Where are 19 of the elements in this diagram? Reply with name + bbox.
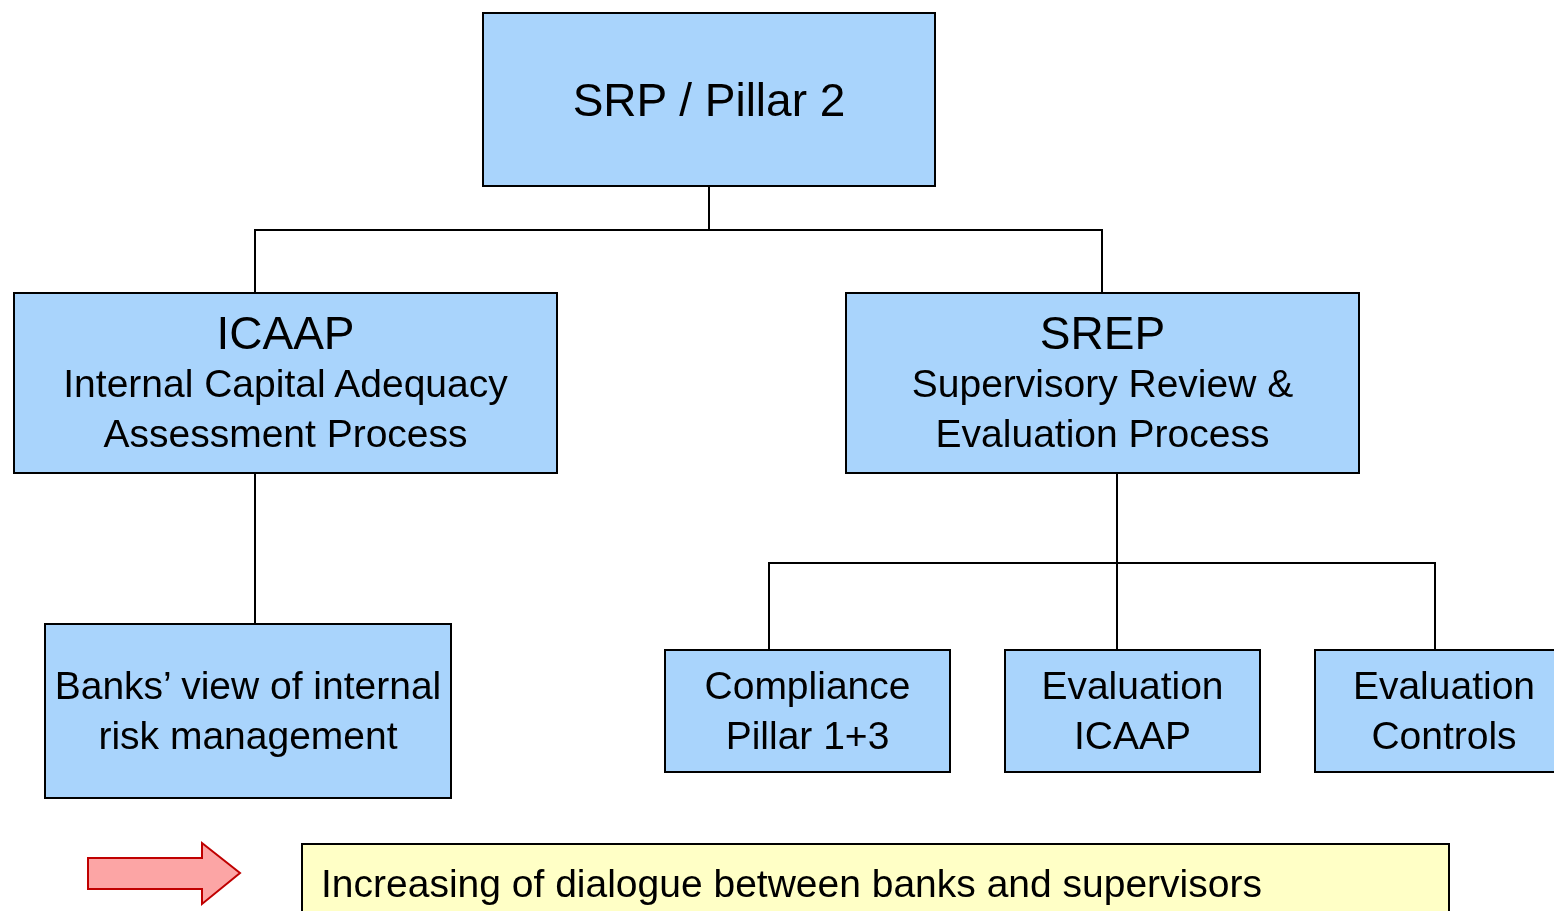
process-box: [44, 623, 452, 799]
box-label: Supervisory Review & Evaluation Process: [910, 361, 1295, 457]
process-box: [845, 292, 1360, 474]
process-box: [664, 649, 951, 773]
box-label: Evaluation Controls: [1351, 663, 1537, 759]
box-heading: ICAAP: [216, 307, 355, 359]
box-label: SRP / Pillar 2: [572, 73, 846, 126]
connector-line: [254, 473, 256, 624]
box-label: Evaluation ICAAP: [1040, 663, 1225, 759]
process-box: [1314, 649, 1554, 773]
process-box: [1004, 649, 1261, 773]
box-label: Internal Capital Adequacy Assessment Process: [62, 361, 509, 457]
process-box: [13, 292, 558, 474]
process-box: [482, 12, 936, 187]
box-heading: SREP: [1039, 307, 1166, 359]
box-label: Banks’ view of internal risk management: [53, 663, 443, 759]
box-label: Compliance Pillar 1+3: [703, 663, 912, 759]
box-label: Increasing of dialogue between banks and supervisors: [321, 861, 1262, 907]
note-box: [301, 843, 1450, 911]
